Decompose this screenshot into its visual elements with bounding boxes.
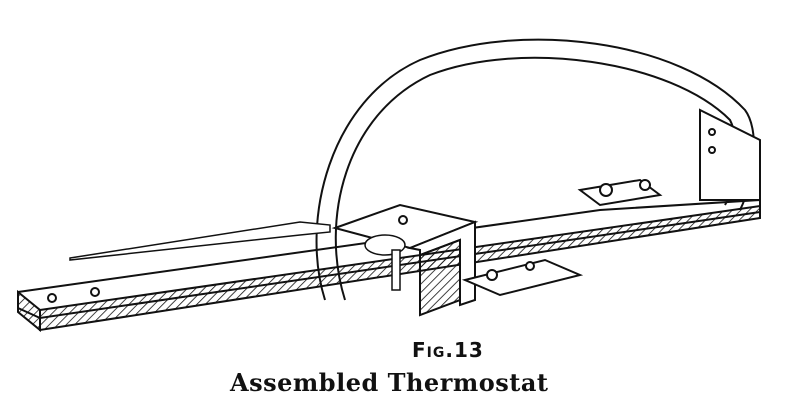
figure-caption: Assembled Thermostat [230, 368, 549, 397]
figure-label: Fig.13 [412, 338, 484, 362]
pointer-needle [69, 221, 406, 291]
bracket [331, 203, 479, 317]
bimetal-strip [315, 38, 761, 301]
contact-plate [461, 178, 663, 297]
